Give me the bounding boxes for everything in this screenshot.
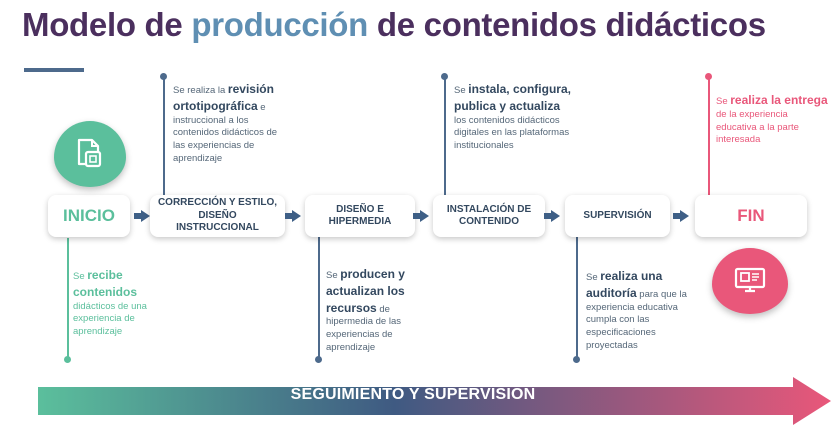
title-underline bbox=[24, 68, 84, 72]
connector-fin bbox=[708, 78, 710, 196]
stage-supervision: SUPERVISIÓN bbox=[565, 195, 670, 237]
connector-supervision bbox=[576, 237, 578, 359]
connector-dot-fin bbox=[705, 73, 712, 80]
note-inicio: Se recibe contenidos didácticos de una e… bbox=[73, 268, 147, 338]
note-fin: Se realiza la entrega de la experiencia … bbox=[716, 93, 828, 146]
flow-arrow-5 bbox=[673, 210, 689, 222]
monitor-document-icon bbox=[733, 266, 767, 296]
stage-fin: FIN bbox=[695, 195, 807, 237]
stage-diseno: DISEÑO E HIPERMEDIA bbox=[305, 195, 415, 237]
tracking-arrow bbox=[38, 377, 831, 425]
page-title: Modelo de producción de contenidos didác… bbox=[22, 6, 766, 44]
flow-arrow-2 bbox=[285, 210, 301, 222]
stage-instalacion: INSTALACIÓN DE CONTENIDO bbox=[433, 195, 545, 237]
connector-inicio bbox=[67, 238, 69, 358]
note-instalacion: Se instala, configura, publica y actuali… bbox=[454, 82, 571, 152]
connector-dot-diseno bbox=[315, 356, 322, 363]
tracking-label: SEGUIMIENTO Y SUPERVISIÓN bbox=[290, 386, 536, 403]
connector-instalacion bbox=[444, 78, 446, 196]
document-copy-icon bbox=[75, 138, 105, 170]
connector-dot-correccion bbox=[160, 73, 167, 80]
note-correccion: Se realiza la revisión ortotipográfica e… bbox=[173, 82, 278, 165]
title-highlight: producción bbox=[191, 6, 369, 43]
note-diseno: Se producen y actualizan los recursos de… bbox=[326, 267, 405, 354]
title-part1: Modelo de bbox=[22, 6, 192, 43]
end-badge bbox=[712, 248, 788, 314]
flow-arrow-1 bbox=[134, 210, 150, 222]
connector-dot-supervision bbox=[573, 356, 580, 363]
flow-arrow-3 bbox=[413, 210, 429, 222]
connector-diseno bbox=[318, 237, 320, 359]
stage-correccion: CORRECCIÓN Y ESTILO, DISEÑO INSTRUCCIONA… bbox=[150, 195, 285, 237]
connector-dot-inicio bbox=[64, 356, 71, 363]
title-part2: de contenidos didácticos bbox=[368, 6, 766, 43]
connector-correccion bbox=[163, 78, 165, 196]
start-badge bbox=[54, 121, 126, 187]
flow-arrow-4 bbox=[544, 210, 560, 222]
note-supervision: Se realiza una auditoría para que la exp… bbox=[586, 269, 687, 352]
connector-dot-instalacion bbox=[441, 73, 448, 80]
stage-inicio: INICIO bbox=[48, 195, 130, 237]
